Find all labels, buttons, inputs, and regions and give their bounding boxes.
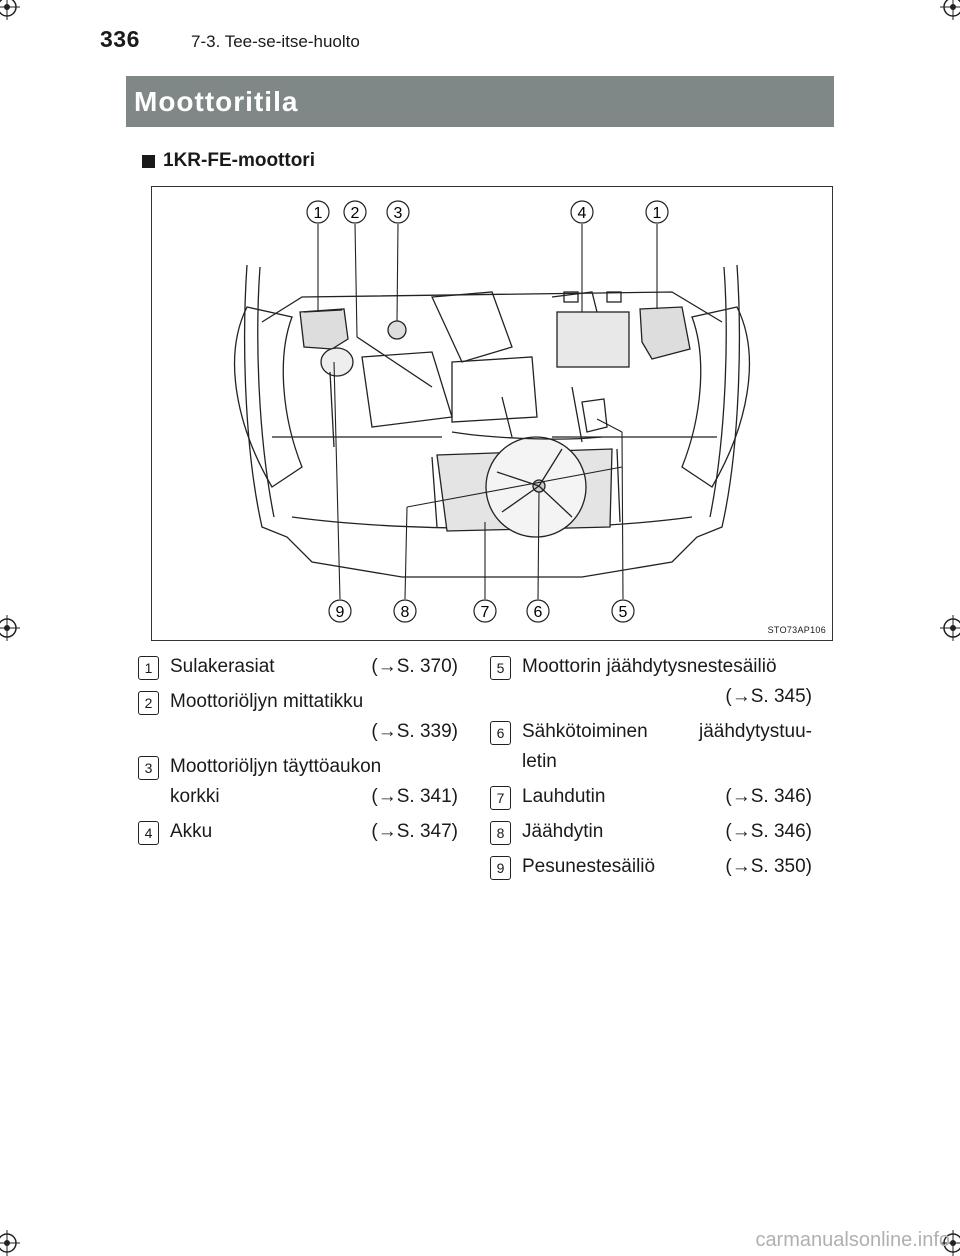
page-ref-link[interactable]: (→S. 346) <box>725 821 812 842</box>
registration-mark-icon <box>0 615 20 641</box>
legend-label: Jäähdytin <box>522 821 604 842</box>
page-ref-link[interactable]: (→S. 341) <box>371 786 458 807</box>
engine-bay-illustration: 1 2 3 4 1 9 8 7 6 5 <box>233 200 751 623</box>
legend-item: 8 Jäähdytin (→S. 346) <box>488 817 812 847</box>
legend-item: 9 Pesunestesäiliö (→S. 350) <box>488 852 812 882</box>
registration-mark-icon <box>0 0 20 20</box>
legend-item: 3 Moottoriöljyn täyttöaukon korkki (→S. 3… <box>136 752 458 812</box>
legend-label-cont: korkki <box>170 786 220 807</box>
page-ref-link[interactable]: (→S. 347) <box>371 821 458 842</box>
legend-label: Pesunestesäiliö <box>522 856 656 877</box>
legend-item: 6 Sähkötoiminen jäähdytystuu- letin <box>488 717 812 777</box>
page-number: 336 <box>100 26 140 52</box>
registration-mark-icon <box>940 615 960 641</box>
page-ref-link[interactable]: (→S. 350) <box>725 856 812 877</box>
legend-number: 2 <box>138 691 159 715</box>
legend-label: Moottoriöljyn täyttöaukon <box>170 756 382 777</box>
legend-label: Sähkötoiminen jäähdytystuu- <box>522 721 812 742</box>
legend-label: Moottorin jäähdytysnestesäiliö <box>522 656 777 677</box>
legend-label: Moottoriöljyn mittatikku <box>170 691 364 712</box>
callout-5: 5 <box>619 604 628 621</box>
callout-8: 8 <box>401 604 410 621</box>
registration-mark-icon <box>940 1230 960 1256</box>
subheading: 1KR-FE-moottori <box>142 150 315 172</box>
legend-number: 3 <box>138 756 159 780</box>
callout-7: 7 <box>481 604 490 621</box>
figure-code: STO73AP106 <box>767 625 826 635</box>
legend-number: 7 <box>490 786 511 810</box>
legend-item: 5 Moottorin jäähdytysnestesäiliö (→S. 34… <box>488 652 812 712</box>
registration-mark-icon <box>0 1230 20 1256</box>
page-title: Moottoritila <box>126 76 834 127</box>
legend-number: 8 <box>490 821 511 845</box>
square-bullet-icon <box>142 154 155 168</box>
callout-3: 3 <box>394 205 403 222</box>
callout-4: 4 <box>578 205 587 222</box>
legend-number: 9 <box>490 856 511 880</box>
callout-1-right: 1 <box>653 205 662 222</box>
page-ref-link[interactable]: (→S. 339) <box>371 721 458 742</box>
legend-item: 4 Akku (→S. 347) <box>136 817 458 847</box>
legend-item: 2 Moottoriöljyn mittatikku (→S. 339) <box>136 687 458 747</box>
legend-number: 6 <box>490 721 511 745</box>
subheading-text: 1KR-FE-moottori <box>163 150 315 171</box>
legend-label: Sulakerasiat <box>170 656 275 677</box>
watermark: carmanualsonline.info <box>755 1229 950 1251</box>
legend-number: 4 <box>138 821 159 845</box>
legend-label-cont: letin <box>522 751 557 772</box>
page-ref-link[interactable]: (→S. 346) <box>725 786 812 807</box>
registration-mark-icon <box>940 0 960 20</box>
callout-2: 2 <box>351 205 360 222</box>
engine-bay-figure: 1 2 3 4 1 9 8 7 6 5 STO73AP106 <box>151 186 833 641</box>
legend-item: 7 Lauhdutin (→S. 346) <box>488 782 812 812</box>
callout-6: 6 <box>534 604 543 621</box>
legend-label: Lauhdutin <box>522 786 606 807</box>
page-ref-link[interactable]: (→S. 370) <box>371 656 458 677</box>
legend-right: 5 Moottorin jäähdytysnestesäiliö (→S. 34… <box>488 652 812 887</box>
callout-1-top: 1 <box>314 205 323 222</box>
section-reference: 7-3. Tee-se-itse-huolto <box>191 32 360 51</box>
page-ref-link[interactable]: (→S. 345) <box>725 686 812 707</box>
callout-9: 9 <box>336 604 345 621</box>
legend-number: 1 <box>138 656 159 680</box>
legend-item: 1 Sulakerasiat (→S. 370) <box>136 652 458 682</box>
legend-label: Akku <box>170 821 213 842</box>
legend-number: 5 <box>490 656 511 680</box>
legend-left: 1 Sulakerasiat (→S. 370) 2 Moottoriöljyn … <box>136 652 458 852</box>
